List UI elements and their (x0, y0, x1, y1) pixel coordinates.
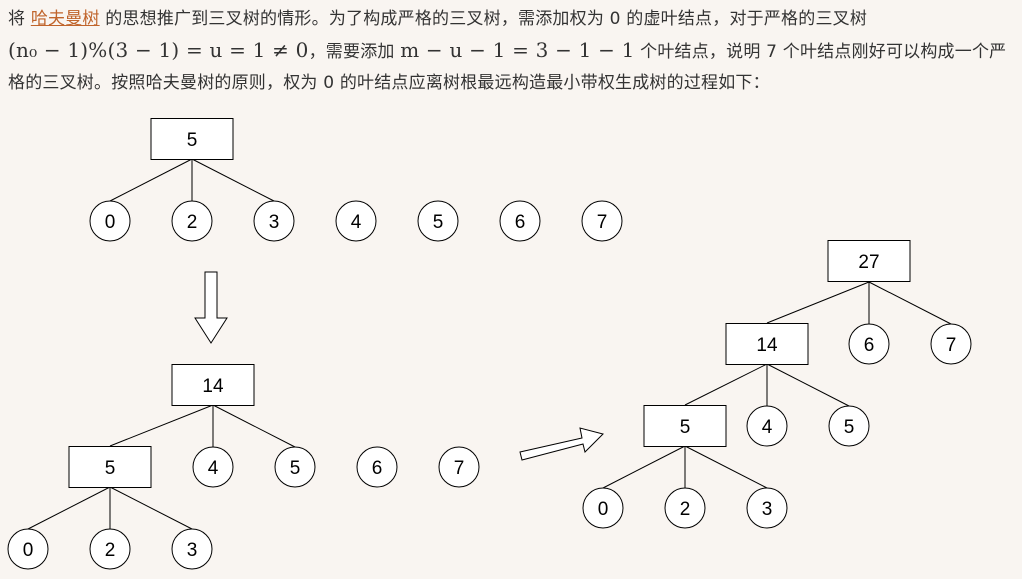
edge (868, 281, 952, 325)
node-label: 27 (858, 252, 879, 273)
leaf-node (828, 405, 870, 447)
leaf-node (664, 487, 706, 529)
node-label: 14 (202, 376, 224, 397)
description-paragraph: 将 哈夫曼树 的思想推广到三叉树的情形。为了构成严格的三叉树，需添加权为 0 的… (8, 4, 1018, 99)
internal-node (150, 118, 234, 160)
node-label: 3 (269, 212, 280, 233)
node-label: 3 (762, 499, 773, 520)
edge (109, 486, 193, 530)
internal-node (827, 240, 911, 282)
formula-add-count: m − u − 1 = 3 − 1 − 1 (400, 38, 635, 62)
leaf-node (848, 323, 890, 365)
node-label: 2 (105, 540, 116, 561)
leaf-node (581, 200, 623, 242)
internal-node (171, 364, 255, 406)
node-label: 5 (844, 417, 855, 438)
leaf-node (438, 446, 480, 488)
node-label: 6 (372, 458, 383, 479)
internal-node (725, 323, 809, 365)
text: ，需要添加 (308, 42, 401, 62)
edge (684, 445, 768, 489)
node-label: 7 (454, 458, 465, 479)
node-label: 2 (187, 212, 198, 233)
node-label: 2 (680, 499, 691, 520)
leaf-node (89, 528, 131, 570)
node-label: 5 (187, 130, 198, 151)
edge (684, 363, 768, 406)
right-arrow-icon (519, 427, 604, 461)
leaf-node (89, 200, 131, 242)
node-label: 5 (105, 458, 116, 479)
node-label: 5 (680, 417, 691, 438)
leaf-node (171, 200, 213, 242)
node-label: 14 (756, 335, 778, 356)
text: 将 (8, 9, 31, 29)
node-label: 0 (105, 212, 116, 233)
node-label: 7 (946, 335, 957, 356)
node-label: 5 (290, 458, 301, 479)
edge (109, 404, 214, 447)
edge (212, 404, 296, 448)
huffman-tree-link[interactable]: 哈夫曼树 (30, 9, 100, 29)
edge (191, 158, 275, 202)
edge (766, 363, 850, 407)
leaf-node (417, 200, 459, 242)
node-label: 4 (351, 212, 362, 233)
internal-node (643, 405, 727, 447)
leaf-node (335, 200, 377, 242)
edge (766, 281, 870, 324)
node-label: 4 (762, 417, 773, 438)
edge (27, 486, 111, 530)
down-arrow-icon (194, 271, 228, 344)
internal-node (68, 446, 152, 488)
formula-remainder: (n₀ − 1)%(3 − 1) = u = 1 ≠ 0 (8, 38, 309, 62)
node-label: 0 (23, 540, 34, 561)
node-label: 4 (208, 458, 219, 479)
node-label: 0 (598, 499, 609, 520)
edge (109, 158, 193, 202)
node-label: 5 (433, 212, 444, 233)
edge (602, 445, 686, 489)
leaf-node (356, 446, 398, 488)
leaf-node (499, 200, 541, 242)
text: 的思想推广到三叉树的情形。为了构成严格的三叉树，需添加权为 0 的虚叶结点，对于… (99, 9, 868, 29)
leaf-node (253, 200, 295, 242)
leaf-node (192, 446, 234, 488)
text: 个叶结点，说明 7 个叶结点刚好可以构成一个严格的三叉树。按照哈夫曼树的原则，权… (8, 42, 1007, 93)
leaf-node (582, 487, 624, 529)
leaf-node (7, 528, 49, 570)
leaf-node (171, 528, 213, 570)
node-label: 6 (864, 335, 875, 356)
leaf-node (746, 487, 788, 529)
leaf-node (930, 323, 972, 365)
leaf-node (746, 405, 788, 447)
node-label: 6 (515, 212, 526, 233)
node-label: 3 (187, 540, 198, 561)
node-label: 7 (597, 212, 608, 233)
leaf-node (274, 446, 316, 488)
